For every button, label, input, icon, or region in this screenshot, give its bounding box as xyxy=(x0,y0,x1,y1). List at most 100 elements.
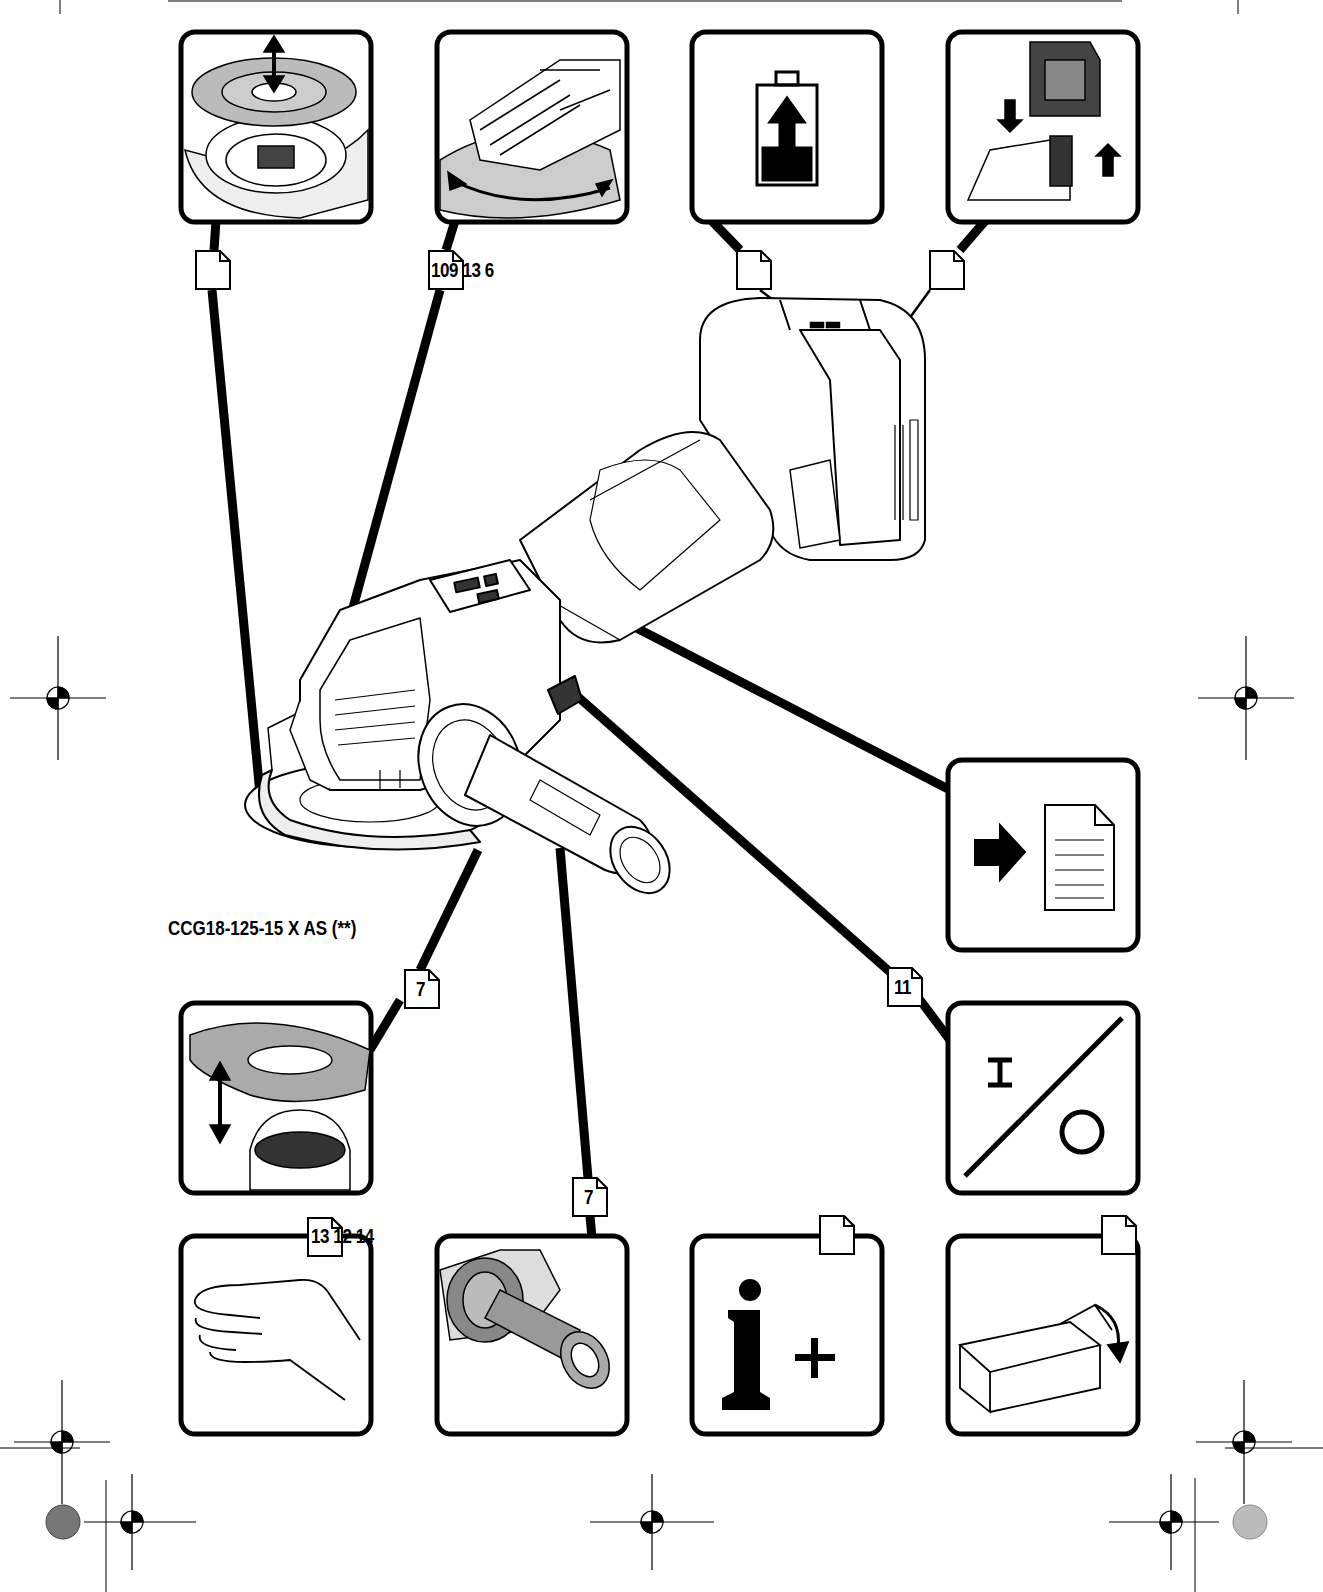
guard-mount-pictogram xyxy=(210,1062,230,1143)
on-off-pictogram xyxy=(1062,1112,1102,1152)
document-pictogram xyxy=(975,825,1025,880)
pictogram-frame xyxy=(181,1003,371,1193)
registration-mark xyxy=(47,687,69,709)
pictogram-frame xyxy=(181,32,371,222)
package-pictogram xyxy=(960,1322,1100,1372)
on-off-pictogram xyxy=(988,1060,1012,1085)
angle-grinder xyxy=(612,830,669,890)
trim-marks xyxy=(106,1480,107,1592)
model-label: CCG18-125-15 X AS (**) xyxy=(168,917,356,940)
angle-grinder xyxy=(790,460,840,548)
guard-mount-pictogram xyxy=(248,1046,332,1074)
registration-mark xyxy=(84,1474,196,1570)
disc-pictogram xyxy=(206,117,346,193)
page-tag xyxy=(573,1178,607,1216)
page-reference: 11 xyxy=(894,977,911,997)
pictogram-box: 7 xyxy=(181,1003,371,1193)
trim-marks xyxy=(0,1448,80,1449)
pictogram-frame xyxy=(437,1236,627,1434)
on-off-pictogram xyxy=(965,1018,1122,1176)
leader-line xyxy=(960,221,985,250)
page-tag xyxy=(308,1216,1136,1256)
angle-grinder xyxy=(590,460,720,590)
angle-grinder xyxy=(380,770,400,790)
page-reference: 13 12 14 xyxy=(311,1226,374,1246)
guard-mount-pictogram xyxy=(190,1023,370,1101)
battery-charge-pictogram xyxy=(776,72,798,85)
pictogram-box: 7 xyxy=(437,1236,627,1434)
guard-rotate-pictogram xyxy=(452,180,610,200)
leader-line xyxy=(446,221,455,250)
page-reference: 7 xyxy=(416,979,425,999)
guard-mount-pictogram xyxy=(190,1023,370,1190)
page-tag xyxy=(737,251,771,289)
hand-pictogram xyxy=(195,1280,360,1400)
battery-insert-pictogram xyxy=(1096,144,1120,176)
disc-pictogram xyxy=(264,36,284,92)
pictogram-frame xyxy=(692,1236,882,1434)
guard-mount-pictogram xyxy=(255,1132,345,1168)
battery-charge-pictogram xyxy=(757,85,817,185)
pictogram-frame xyxy=(437,32,627,222)
angle-grinder xyxy=(548,676,582,714)
document-pictogram xyxy=(1055,840,1104,898)
angle-grinder xyxy=(530,780,600,835)
pictogram-frame xyxy=(181,1236,371,1434)
guard-mount-pictogram xyxy=(250,1110,350,1190)
document-pictogram xyxy=(975,805,1114,910)
angle-grinder xyxy=(454,578,480,593)
guard-rotate-pictogram xyxy=(448,172,612,196)
angle-grinder xyxy=(245,298,925,904)
registration-mark xyxy=(641,1511,663,1533)
battery-insert-pictogram xyxy=(1030,42,1100,116)
pictogram-frame xyxy=(948,760,1138,950)
document-pictogram xyxy=(1095,805,1114,825)
page-tag xyxy=(888,968,922,1006)
angle-grinder xyxy=(810,322,824,328)
registration-mark xyxy=(1235,687,1257,709)
registration-mark xyxy=(121,1511,143,1533)
battery-insert-pictogram xyxy=(1045,60,1085,100)
angle-grinder xyxy=(780,300,870,330)
page-reference: 7 xyxy=(584,1187,593,1207)
info-pictogram xyxy=(722,1279,835,1410)
registration-mark xyxy=(47,687,69,709)
pictogram-frame xyxy=(948,1236,1138,1434)
registration-mark xyxy=(1160,1511,1182,1533)
leader-line xyxy=(560,848,588,1178)
guard-rotate-pictogram xyxy=(470,60,620,170)
registration-mark xyxy=(10,636,1294,1570)
registration-mark xyxy=(10,636,106,760)
leader-line xyxy=(420,850,478,970)
info-pictogram xyxy=(811,1338,818,1378)
leader-line xyxy=(712,221,740,250)
registration-mark xyxy=(1233,1431,1255,1453)
registration-mark xyxy=(51,1431,73,1453)
trim-marks xyxy=(60,0,61,14)
side-handle-pictogram xyxy=(566,1338,605,1381)
pictogram-frame xyxy=(948,32,1138,222)
page-tag xyxy=(1102,1216,1136,1254)
pictogram-frame xyxy=(181,32,1138,1434)
page-reference: 109 13 6 xyxy=(431,260,494,280)
registration-mark xyxy=(1109,1474,1219,1570)
color-target xyxy=(46,1505,80,1539)
angle-grinder xyxy=(826,322,840,328)
battery-charge-pictogram xyxy=(763,148,811,180)
angle-grinder xyxy=(477,590,498,603)
info-pictogram xyxy=(722,1310,770,1410)
info-pictogram xyxy=(739,1279,761,1301)
angle-grinder xyxy=(430,560,530,612)
registration-mark xyxy=(1196,1380,1292,1504)
guard-rotate-pictogram xyxy=(440,60,620,218)
page-tag xyxy=(196,251,230,289)
angle-grinder xyxy=(895,420,918,520)
color-target xyxy=(46,1505,1267,1539)
disc-pictogram xyxy=(185,36,368,218)
page-tag xyxy=(1102,1216,1136,1254)
color-target xyxy=(1233,1505,1267,1539)
leader-line xyxy=(305,290,440,783)
